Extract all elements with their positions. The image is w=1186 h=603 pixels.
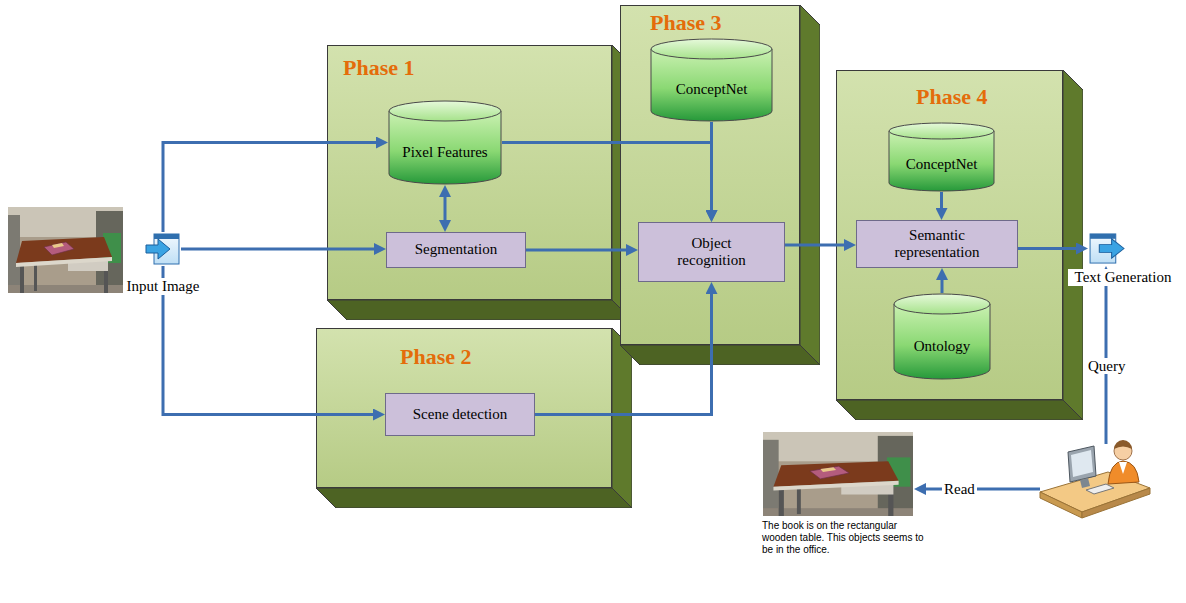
cylinder-shape bbox=[893, 293, 991, 380]
connector-arrow bbox=[444, 192, 447, 225]
process-label: Object recognition bbox=[664, 235, 760, 270]
phase-panel: Phase 1 Pixel FeaturesSegmentation bbox=[327, 45, 632, 320]
panel-side bbox=[612, 328, 632, 508]
phase-heading: Phase 3 bbox=[650, 10, 722, 36]
query-arrow bbox=[1100, 266, 1112, 444]
process-label: Scene detection bbox=[413, 406, 508, 423]
icon-label: Input Image bbox=[123, 278, 203, 295]
cylinder-top bbox=[651, 39, 772, 59]
user-icon bbox=[1040, 440, 1150, 518]
database-label: Pixel Features bbox=[402, 144, 487, 161]
panel-face bbox=[328, 46, 612, 300]
panel-side bbox=[800, 5, 820, 365]
phase-panel: Phase 2 Scene detection bbox=[316, 328, 632, 508]
arrow-symbol bbox=[146, 239, 170, 259]
input-symbol bbox=[145, 232, 181, 266]
connector-arrow bbox=[941, 275, 944, 293]
output-image: The book is on the rectangular wooden ta… bbox=[763, 432, 913, 516]
cylinder-body bbox=[889, 131, 994, 191]
phase-heading: Phase 4 bbox=[916, 84, 988, 110]
connector-arrow bbox=[710, 122, 713, 215]
caption-text: The book is on the rectangular wooden ta… bbox=[762, 520, 934, 556]
process-label: Segmentation bbox=[415, 241, 498, 258]
database-label: ConceptNet bbox=[676, 81, 748, 98]
phase-panel: Phase 3 ConceptNetObject recognition bbox=[620, 5, 820, 365]
cylinder-top bbox=[389, 101, 501, 121]
cylinder-body bbox=[651, 49, 772, 121]
panel-bottom bbox=[327, 300, 632, 320]
arrow-label: Read bbox=[942, 481, 977, 497]
output-symbol bbox=[1088, 232, 1125, 265]
connector-arrow bbox=[785, 244, 849, 247]
label-holder: Read bbox=[942, 480, 977, 498]
database-cylinder: Ontology bbox=[893, 293, 991, 380]
window-bar bbox=[1090, 234, 1116, 239]
connector-arrow bbox=[526, 249, 631, 252]
phase-panel: Phase 4 ConceptNetSemantic representation… bbox=[836, 70, 1083, 420]
database-cylinder: ConceptNet bbox=[650, 38, 773, 122]
process-box: Segmentation bbox=[386, 232, 526, 268]
cylinder-shape bbox=[388, 100, 502, 185]
panel-bottom bbox=[316, 488, 632, 508]
connector-arrow bbox=[940, 192, 943, 213]
connector-arrow bbox=[163, 143, 381, 233]
input-icon: Input Image bbox=[145, 232, 181, 266]
connector-arrow bbox=[181, 248, 379, 251]
database-label: ConceptNet bbox=[906, 156, 978, 173]
connector-arrow bbox=[502, 143, 712, 216]
icon-label: Text Generation bbox=[1068, 269, 1178, 286]
cylinder-top bbox=[889, 123, 994, 139]
cylinder-body bbox=[894, 304, 990, 379]
output-photo bbox=[763, 432, 913, 516]
panel-face bbox=[621, 6, 800, 345]
connector-arrow bbox=[1018, 247, 1081, 250]
database-label: Ontology bbox=[914, 338, 971, 355]
panel-shape bbox=[327, 45, 632, 320]
connector-arrow bbox=[163, 266, 378, 415]
phase-heading: Phase 1 bbox=[343, 55, 415, 81]
panel-bottom bbox=[620, 345, 820, 365]
output-icon: Text Generation bbox=[1088, 232, 1125, 265]
database-cylinder: ConceptNet bbox=[888, 122, 995, 192]
read-arrow bbox=[914, 483, 1040, 495]
process-box: Scene detection bbox=[385, 393, 535, 436]
process-label: Semantic representation bbox=[878, 227, 996, 262]
database-cylinder: Pixel Features bbox=[388, 100, 502, 185]
arrow-label: Query bbox=[1086, 358, 1128, 374]
input-photo bbox=[8, 207, 123, 293]
phase-heading: Phase 2 bbox=[400, 344, 472, 370]
panel-side bbox=[1063, 70, 1083, 420]
panel-bottom bbox=[836, 400, 1083, 420]
cylinder-shape bbox=[650, 38, 773, 122]
label-holder: Query bbox=[1086, 357, 1128, 375]
process-box: Object recognition bbox=[638, 222, 785, 282]
connector-arrow bbox=[535, 289, 712, 415]
arrow-symbol bbox=[1099, 239, 1124, 258]
cylinder-body bbox=[389, 111, 501, 184]
panel-face bbox=[317, 329, 612, 488]
panel-face bbox=[837, 71, 1063, 400]
process-box: Semantic representation bbox=[856, 220, 1018, 268]
cylinder-top bbox=[894, 294, 990, 314]
